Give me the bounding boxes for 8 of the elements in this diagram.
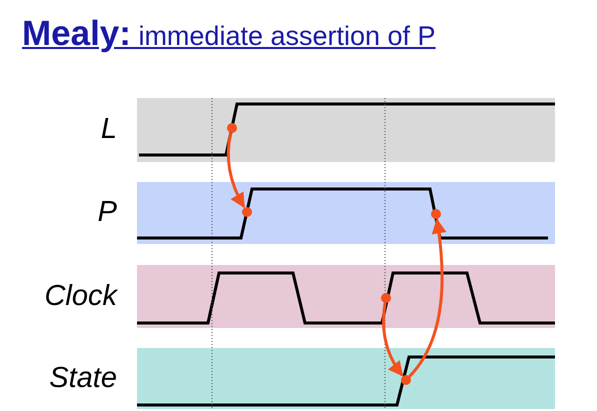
signal-name: P [96,196,117,229]
title: Mealy: immediate assertion of P [22,14,436,54]
signal-name: L [100,113,117,146]
causality-arrow [226,132,246,208]
signal-name: Clock [43,280,117,312]
causality-arrow [408,218,446,378]
signal-name: State [48,362,117,394]
causality-arrow [382,302,404,377]
